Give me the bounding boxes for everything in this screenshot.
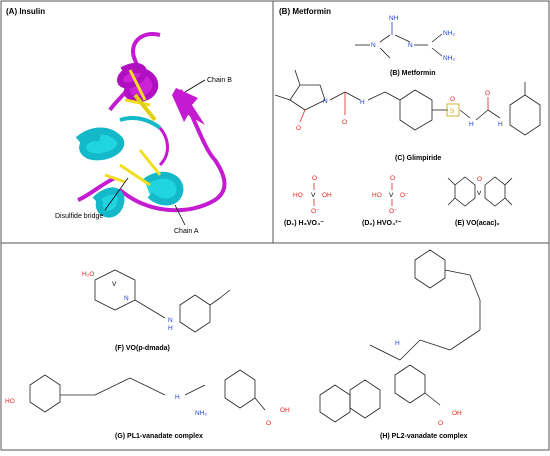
d2-o-bot: O⁻ bbox=[389, 208, 398, 215]
g-ho: HO bbox=[5, 398, 15, 405]
d2-o-top: O bbox=[390, 175, 395, 182]
h-structure: H OH O (H) PL2-vanadate complex bbox=[319, 249, 481, 440]
glimp-nh3: H bbox=[498, 121, 503, 128]
glimp-n-ring: N bbox=[323, 98, 328, 105]
panel-a-frame bbox=[0, 0, 274, 244]
chain-a-label: Chain A bbox=[174, 228, 199, 235]
e-structure: V O (E) VO(acac)₂ bbox=[447, 176, 513, 227]
glimp-s: S bbox=[450, 108, 455, 115]
e-title: (E) VO(acac)₂ bbox=[455, 220, 500, 227]
insulin-structure: Chain B Disulfide bridge Chain A bbox=[55, 32, 232, 235]
glimpiride-structure: O N O H S O H O H (C) Glimpiride bbox=[274, 69, 541, 162]
h-oh: OH bbox=[452, 410, 462, 417]
glimp-nh2: H bbox=[469, 121, 474, 128]
d2-v: V bbox=[389, 192, 394, 199]
d1-oh: OH bbox=[322, 192, 332, 199]
h-nh: H bbox=[395, 340, 400, 347]
glimp-nh1: H bbox=[360, 99, 365, 106]
panel-a-title: (A) Insulin bbox=[6, 7, 45, 16]
f-structure: V H₂O N N H (F) VO(p-dmada) bbox=[82, 269, 231, 352]
f-h2o: H₂O bbox=[82, 271, 94, 278]
disulfide-label: Disulfide bridge bbox=[55, 213, 103, 220]
d1-structure: O V HO OH O⁻ (D₁) H₃VO₄⁻ bbox=[284, 175, 332, 227]
metformin-nh: NH bbox=[389, 15, 399, 22]
h-title: (H) PL2-vanadate complex bbox=[380, 433, 468, 440]
f-nh: N bbox=[168, 317, 173, 324]
glimpiride-title: (C) Glimpiride bbox=[395, 155, 441, 162]
d2-ho: HO bbox=[372, 192, 382, 199]
g-title: (G) PL1-vanadate complex bbox=[115, 433, 203, 440]
f-n: N bbox=[124, 295, 129, 302]
d1-o-bot: O⁻ bbox=[311, 208, 320, 215]
d1-v: V bbox=[311, 192, 316, 199]
metformin-n1: N bbox=[371, 42, 376, 49]
glimp-o3: O bbox=[450, 96, 455, 103]
e-v: V bbox=[477, 190, 482, 197]
glimp-o1: O bbox=[296, 125, 301, 132]
panel-b-title: (B) Metformin bbox=[279, 7, 331, 16]
d2-o1: O⁻ bbox=[400, 192, 409, 199]
metformin-title: (B) Metformin bbox=[390, 70, 436, 77]
metformin-nh2-bottom: NH₂ bbox=[443, 55, 455, 62]
f-v: V bbox=[112, 281, 117, 288]
chain-b-label: Chain B bbox=[207, 77, 232, 84]
g-nh: H bbox=[175, 394, 180, 401]
g-structure: H NH₂ HO OH O (G) PL1-vanadate complex bbox=[5, 369, 290, 440]
g-oh: OH bbox=[280, 407, 290, 414]
f-h: H bbox=[168, 325, 173, 332]
panel-bcde-frame bbox=[272, 0, 550, 244]
f-title: (F) VO(p-dmada) bbox=[115, 345, 170, 352]
metformin-n2: N bbox=[408, 42, 413, 49]
d1-title: (D₁) H₃VO₄⁻ bbox=[284, 220, 324, 227]
g-o: O bbox=[266, 420, 271, 427]
d1-ho: HO bbox=[293, 192, 303, 199]
glimp-o4: O bbox=[485, 90, 490, 97]
g-nh2: NH₂ bbox=[195, 410, 207, 417]
d2-title: (D₂) HVO₄²⁻ bbox=[362, 220, 402, 227]
h-o: O bbox=[438, 420, 443, 427]
d2-structure: O V HO O⁻ O⁻ (D₂) HVO₄²⁻ bbox=[362, 175, 409, 227]
d1-o-top: O bbox=[312, 175, 317, 182]
e-o: O bbox=[477, 176, 482, 183]
glimp-o2: O bbox=[342, 119, 347, 126]
panel-fgh-frame bbox=[0, 242, 550, 451]
metformin-structure: N N NH NH₂ NH₂ (B) Metformin bbox=[355, 15, 455, 77]
metformin-nh2-top: NH₂ bbox=[443, 30, 455, 37]
